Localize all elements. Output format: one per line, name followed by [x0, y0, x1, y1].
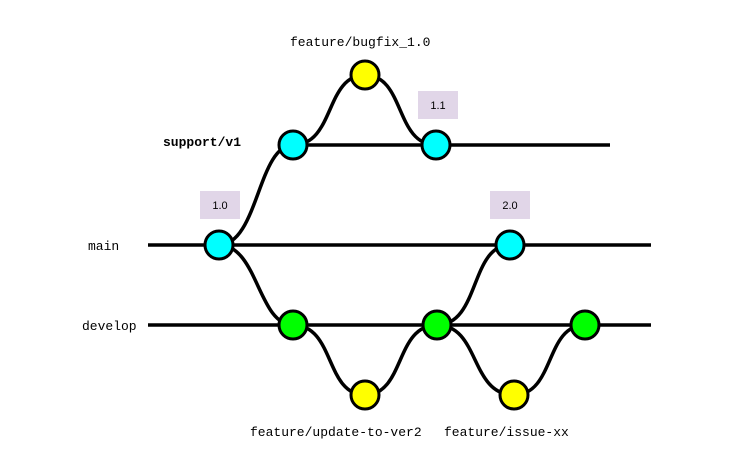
develop-to-issue-connector	[436, 323, 515, 397]
bugfix-commit	[349, 59, 381, 91]
feature-update-label: feature/update-to-ver2	[250, 425, 422, 440]
develop-commit-2	[421, 309, 453, 341]
develop-commit-3	[569, 309, 601, 341]
support-commit-start	[277, 129, 309, 161]
tag-2-0-background	[490, 191, 530, 219]
feature-issue-label: feature/issue-xx	[444, 425, 569, 440]
main-commit-2-0	[494, 229, 526, 261]
tag-1-1-label: 1.1	[430, 100, 445, 112]
main-commit-1-0	[203, 229, 235, 261]
support-branch-label: support/v1	[163, 135, 241, 150]
tag-1-0: 1.0	[200, 191, 240, 219]
update-commit	[349, 379, 381, 411]
tag-1-1-background	[418, 91, 458, 119]
develop-commit-1	[277, 309, 309, 341]
tag-1-0-background	[200, 191, 240, 219]
develop-to-main-connector	[436, 243, 511, 327]
tag-1-0-label: 1.0	[212, 200, 227, 212]
tag-2-0: 2.0	[490, 191, 530, 219]
develop-branch-label: develop	[82, 319, 137, 334]
support-commit-1-1	[420, 129, 452, 161]
tag-1-1: 1.1	[418, 91, 458, 119]
issue-commit	[498, 379, 530, 411]
main-to-develop-connector	[218, 243, 294, 327]
main-branch-label: main	[88, 239, 119, 254]
feature-bugfix-label: feature/bugfix_1.0	[290, 35, 430, 50]
tag-2-0-label: 2.0	[502, 200, 517, 212]
